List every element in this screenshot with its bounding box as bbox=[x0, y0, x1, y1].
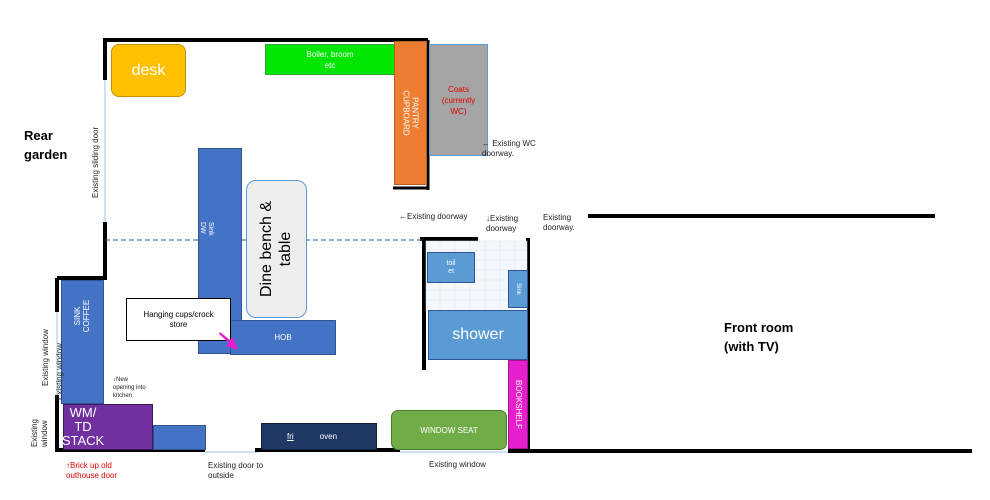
brick-up-label: ↑Brick up old outhouse door bbox=[66, 461, 118, 480]
bathroom-sink-label: Sink bbox=[514, 283, 521, 295]
boiler-cupboard: Boiler, broom etc bbox=[265, 44, 395, 75]
pantry-label: PANTRY CUPBOARD bbox=[401, 90, 420, 136]
dine-bench-label: Dine bench & table bbox=[258, 200, 295, 298]
existing-wc-doorway-label: ← Existing WC doorway. bbox=[482, 139, 536, 158]
wm-td-stack-counter bbox=[153, 425, 206, 450]
window-seat: WINDOW SEAT bbox=[391, 410, 507, 450]
fridge-oven-counter: fri oven bbox=[261, 423, 377, 450]
pink-arrow-icon bbox=[219, 332, 238, 350]
bookshelf: BOOKSHELF bbox=[508, 360, 528, 449]
existing-sliding-door-label: Existing sliding door bbox=[91, 126, 100, 198]
existing-doorway-mid-label: ↓Existing doorway bbox=[486, 214, 519, 233]
existing-window-bottom-label: Existing window bbox=[429, 460, 486, 469]
front-room-label: Front room (with TV) bbox=[724, 320, 794, 354]
desk: desk bbox=[111, 44, 186, 97]
sink-dw-label: Sink DW bbox=[199, 222, 214, 236]
toilet: toil et bbox=[427, 252, 475, 283]
hanging-cups-store: Hanging cups/crock store bbox=[126, 298, 231, 341]
shower: shower bbox=[428, 310, 528, 360]
existing-doorway-right-label: Existing doorway. bbox=[543, 213, 575, 232]
bathroom-sink: Sink bbox=[508, 270, 528, 308]
existing-door-outside-label: Existing door to outside bbox=[208, 461, 264, 480]
pantry-cupboard: PANTRY CUPBOARD bbox=[394, 41, 427, 185]
wm-td-stack: WM/ TD STACK bbox=[62, 404, 153, 450]
sink-coffee-label: SINK COFFEE bbox=[73, 299, 92, 333]
existing-window-label-1: Existing window bbox=[41, 329, 50, 386]
new-opening-label: ↓New opening into kitchen bbox=[113, 377, 146, 399]
rear-garden-label: Rear garden bbox=[24, 128, 68, 162]
dine-bench-table: Dine bench & table bbox=[246, 180, 307, 318]
bookshelf-label: BOOKSHELF bbox=[513, 380, 523, 429]
coats-wc: Coats (currently WC) bbox=[429, 44, 488, 156]
existing-doorway-left-label: ←Existing doorway bbox=[399, 212, 468, 221]
fridge-label: fri bbox=[287, 432, 294, 441]
existing-window-label-2: Existing window bbox=[55, 343, 64, 400]
hob: HOB bbox=[230, 320, 336, 355]
oven-label: oven bbox=[319, 432, 338, 441]
existing-window-label-3: Existing window bbox=[30, 418, 49, 447]
sink-coffee-counter: SINK COFFEE bbox=[61, 280, 104, 404]
